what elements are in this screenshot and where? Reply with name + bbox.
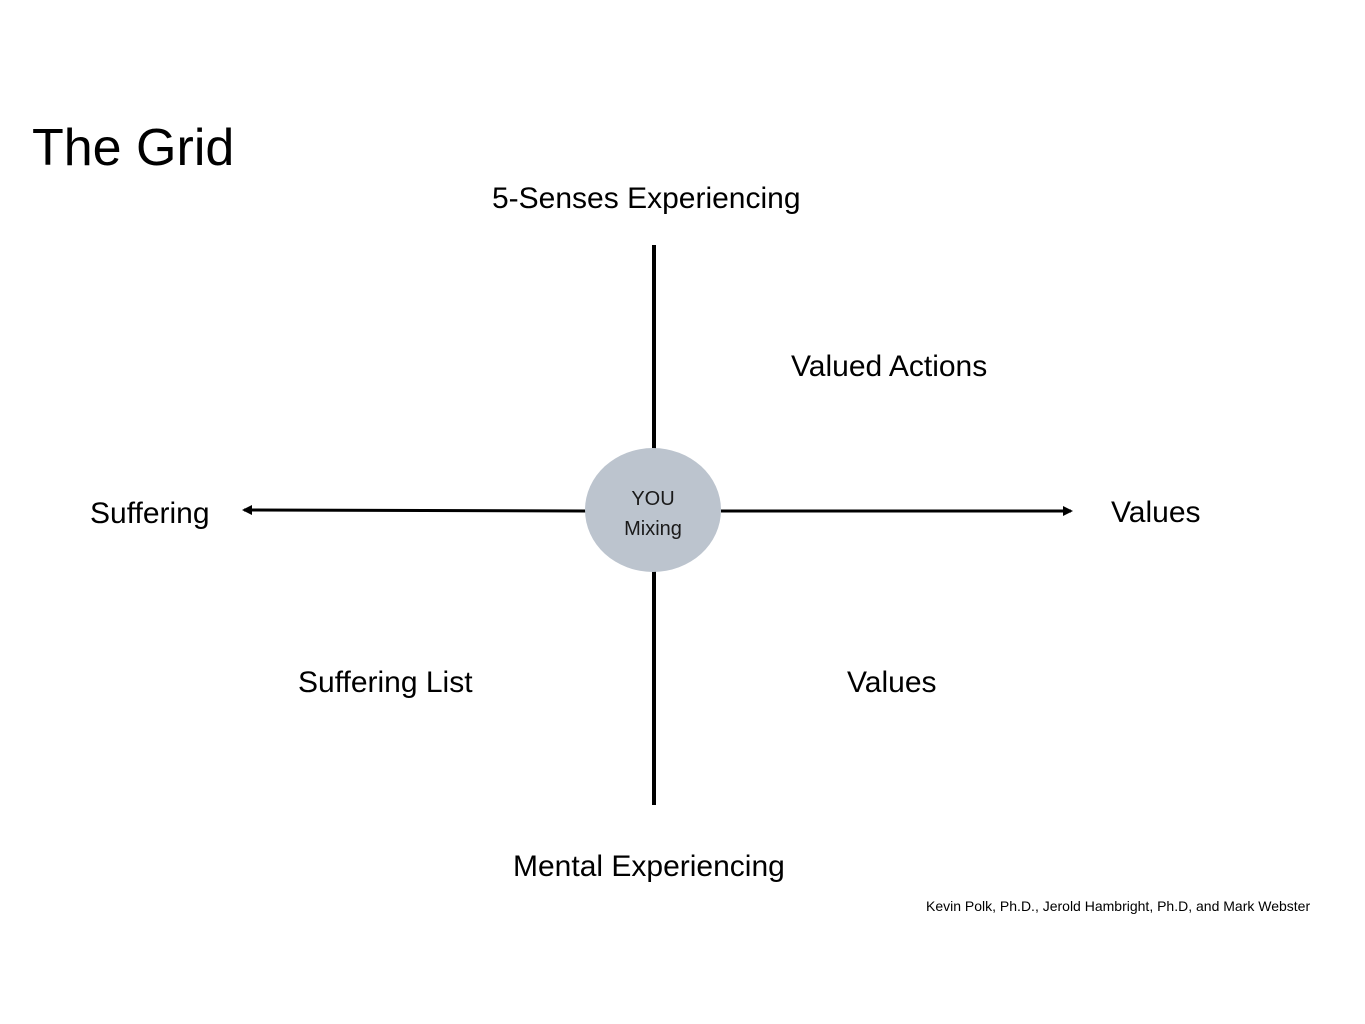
axis-label-bottom: Mental Experiencing — [513, 850, 785, 883]
quadrant-label-top-right: Valued Actions — [791, 350, 988, 383]
center-label: YOU Mixing — [585, 484, 721, 544]
credit-text: Kevin Polk, Ph.D., Jerold Hambright, Ph.… — [926, 898, 1311, 914]
horizontal-axis-left-arrow — [242, 505, 587, 516]
axis-label-right: Values — [1111, 496, 1201, 529]
center-label-line-1: YOU — [631, 488, 675, 510]
quadrant-label-bottom-right: Values — [847, 666, 937, 699]
center-label-line-2: Mixing — [624, 518, 682, 540]
axis-label-top: 5-Senses Experiencing — [492, 182, 801, 215]
slide-title: The Grid — [32, 119, 235, 177]
quadrant-label-bottom-left: Suffering List — [298, 666, 473, 699]
axis-label-left: Suffering — [90, 497, 210, 530]
center-ellipse — [585, 448, 721, 572]
